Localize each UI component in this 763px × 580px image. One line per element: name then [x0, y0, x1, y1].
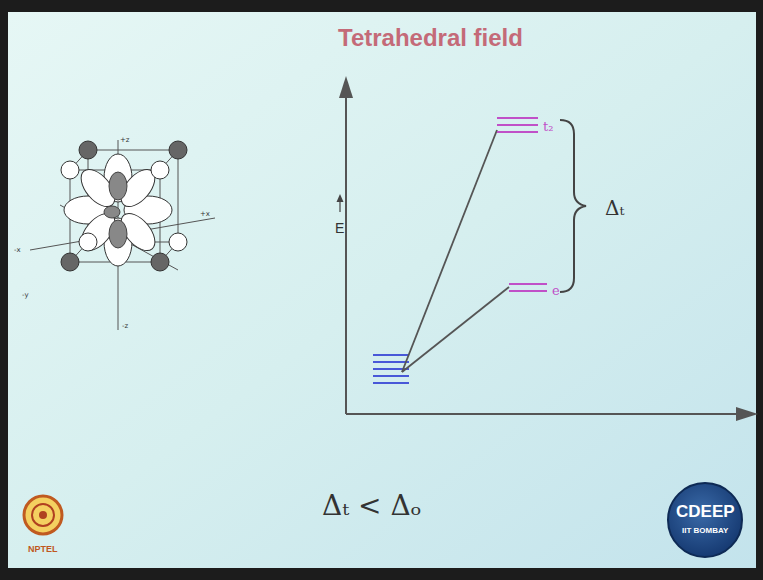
energy-arrow — [337, 194, 344, 212]
energy-axes — [339, 76, 758, 421]
axis-label: +x — [200, 211, 210, 218]
comparison-text: Δₜ < Δₒ — [322, 492, 421, 520]
gap-brace — [560, 120, 586, 292]
axis-label: -y — [22, 292, 29, 299]
axis-label: -z — [122, 323, 128, 330]
correlation-lines — [402, 130, 509, 372]
e-levels — [509, 284, 547, 291]
level-label: e — [552, 284, 560, 297]
energy-label: E — [335, 221, 344, 235]
tetrahedral-cube — [30, 140, 215, 330]
logo-text: NPTEL — [28, 545, 58, 554]
level-label: t₂ — [543, 120, 553, 133]
cdeep-logo — [668, 483, 742, 557]
t2-levels — [497, 118, 538, 132]
axis-label: +z — [120, 137, 130, 144]
axis-label: -x — [14, 247, 21, 254]
logo-text: CDEEP — [676, 503, 735, 520]
splitting-label: Δₜ — [605, 198, 624, 218]
nptel-logo — [24, 496, 62, 534]
logo-text: IIT BOMBAY — [682, 527, 728, 535]
slide-title: Tetrahedral field — [338, 26, 523, 50]
